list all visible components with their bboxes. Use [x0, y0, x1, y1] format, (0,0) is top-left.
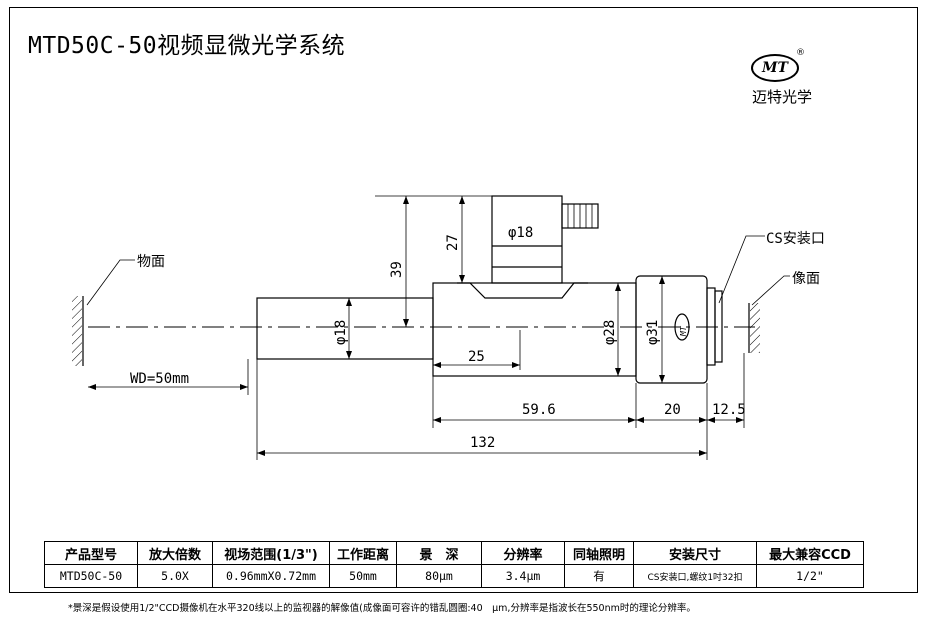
cell-coaxial-illumination: 有 [564, 564, 634, 588]
cell-mount-size: CS安装口,螺纹1吋32扣 [633, 564, 757, 588]
image-plane-label: 像面 [792, 271, 820, 287]
dim-phi18-left: φ18 [333, 320, 349, 345]
cell-magnification: 5.0X [137, 564, 213, 588]
logo-badge: MT [751, 54, 799, 82]
header-magnification: 放大倍数 [137, 541, 213, 565]
body-mark-text: MT [679, 325, 688, 337]
cs-mount-flange [706, 287, 716, 366]
coaxial-tube [491, 195, 563, 284]
object-plane-hatch [72, 296, 82, 366]
header-depth-of-field: 景 深 [396, 541, 482, 565]
dim-59-6: 59.6 [522, 402, 556, 418]
cs-mount-leader [718, 235, 765, 304]
dim-27: 27 [445, 234, 461, 251]
dim-phi18-top: φ18 [508, 225, 533, 241]
dim-25: 25 [468, 349, 485, 365]
company-logo: MT ® 迈特光学 [742, 48, 822, 110]
dim-39: 39 [389, 261, 405, 278]
image-plane-hatch [750, 303, 760, 353]
drawing-title: MTD50C-50视频显微光学系统 [28, 33, 346, 59]
cell-field-of-view: 0.96mmX0.72mm [212, 564, 330, 588]
table-header-row: 产品型号 放大倍数 视场范围(1/3") 工作距离 景 深 分辨率 同轴照明 安… [44, 541, 864, 565]
dim-phi28: φ28 [602, 320, 618, 345]
cell-model: MTD50C-50 [44, 564, 138, 588]
dim-12-5: 12.5 [712, 402, 746, 418]
dim-20: 20 [664, 402, 681, 418]
cs-mount-label: CS安装口 [766, 231, 825, 247]
registered-mark: ® [796, 48, 805, 58]
dim-phi31: φ31 [645, 320, 661, 345]
body-mark [674, 313, 690, 341]
header-working-distance: 工作距离 [329, 541, 397, 565]
footnote: *景深是假设使用1/2"CCD摄像机在水平320线以上的监视器的解像值(成像面可… [68, 603, 696, 614]
cell-depth-of-field: 80μm [396, 564, 482, 588]
header-max-ccd: 最大兼容CCD [756, 541, 864, 565]
header-model: 产品型号 [44, 541, 138, 565]
cell-resolution: 3.4μm [481, 564, 565, 588]
coaxial-port-groove [457, 282, 588, 299]
dim-132: 132 [470, 435, 495, 451]
header-field-of-view: 视场范围(1/3") [212, 541, 330, 565]
drawing-frame [9, 7, 918, 593]
company-name: 迈特光学 [751, 88, 812, 106]
cell-working-distance: 50mm [329, 564, 397, 588]
wd-label: WD=50mm [130, 371, 189, 387]
cell-max-ccd: 1/2" [756, 564, 864, 588]
image-plane-leader [751, 275, 790, 306]
header-resolution: 分辨率 [481, 541, 565, 565]
spec-table: 产品型号 放大倍数 视场范围(1/3") 工作距离 景 深 分辨率 同轴照明 安… [44, 541, 864, 588]
object-plane-label: 物面 [137, 254, 165, 270]
table-row: MTD50C-50 5.0X 0.96mmX0.72mm 50mm 80μm 3… [44, 564, 864, 588]
header-coaxial-illumination: 同轴照明 [564, 541, 634, 565]
object-plane-leader [86, 259, 135, 306]
header-mount-size: 安装尺寸 [633, 541, 757, 565]
